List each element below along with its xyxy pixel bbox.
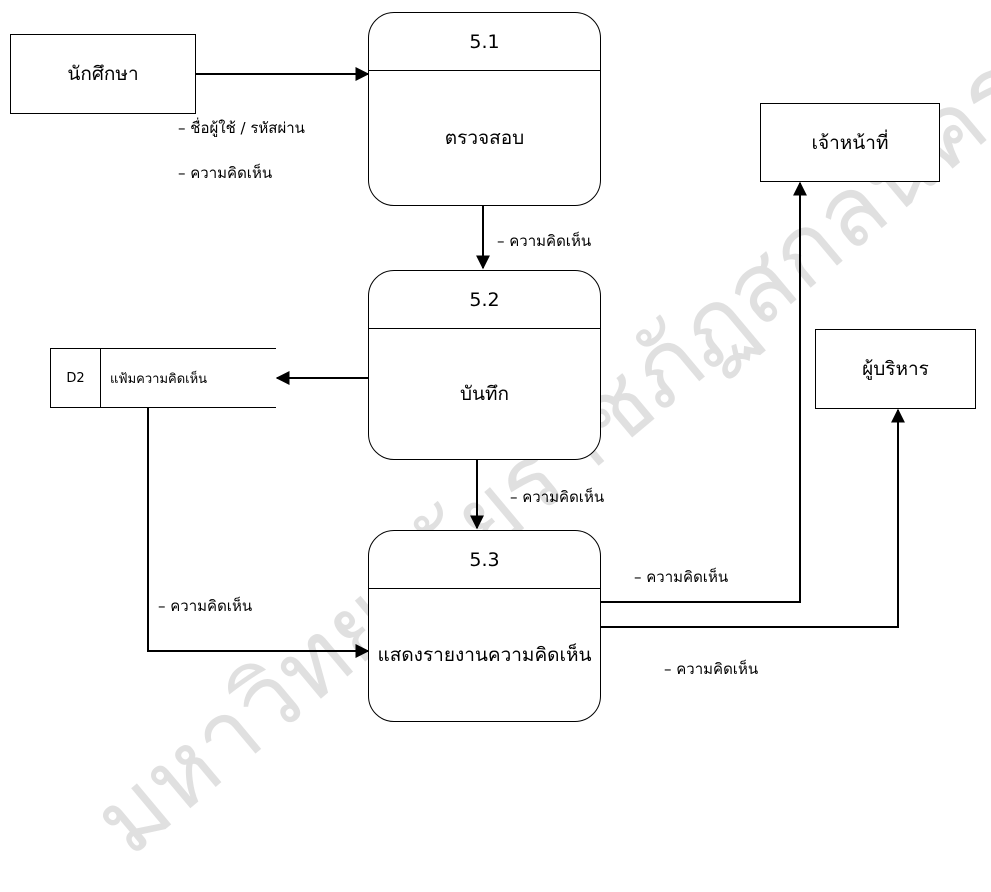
data-store-id: D2 [51,349,101,407]
flow-label-5-1-to-5-2: – ความคิดเห็น [497,232,592,250]
process-5-3: 5.3 แสดงรายงานความคิดเห็น [368,530,601,722]
process-5-1-id: 5.1 [369,13,600,71]
data-flow-diagram: มหาวิทยาลัยราชภัฏสกลนคร นักศึกษา เจ้าหน้… [10,12,991,877]
entity-staff-label: เจ้าหน้าที่ [811,131,889,154]
flow-5-3-to-staff [601,181,807,603]
flow-label-student-comment: – ความคิดเห็น [178,164,273,182]
process-5-2: 5.2 บันทึก [368,270,601,460]
entity-executive-label: ผู้บริหาร [862,358,929,380]
flow-label-login: – ชื่อผู้ใช้ / รหัสผ่าน [178,119,305,137]
entity-staff: เจ้าหน้าที่ [760,103,940,182]
process-5-2-id: 5.2 [369,271,600,329]
flow-5-3-to-executive [601,408,905,628]
data-store-name: แฟ้มความคิดเห็น [110,371,208,387]
flow-label-5-3-to-executive: – ความคิดเห็น [664,660,759,678]
entity-executive: ผู้บริหาร [815,329,976,409]
entity-student-label: นักศึกษา [67,63,139,85]
flow-d2-to-5-3 [147,408,370,658]
process-5-1-name: ตรวจสอบ [444,127,525,149]
flow-label-5-3-to-staff: – ความคิดเห็น [634,568,729,586]
data-store-d2: D2 แฟ้มความคิดเห็น [50,348,276,408]
process-5-3-name: แสดงรายงานความคิดเห็น [377,644,592,666]
process-5-3-id: 5.3 [369,531,600,589]
entity-student: นักศึกษา [10,34,196,114]
flow-lines [147,67,905,658]
process-5-2-name: บันทึก [459,383,510,405]
flow-label-5-2-to-5-3: – ความคิดเห็น [510,488,605,506]
process-5-1: 5.1 ตรวจสอบ [368,12,601,206]
flow-label-d2-to-5-3: – ความคิดเห็น [158,597,253,615]
